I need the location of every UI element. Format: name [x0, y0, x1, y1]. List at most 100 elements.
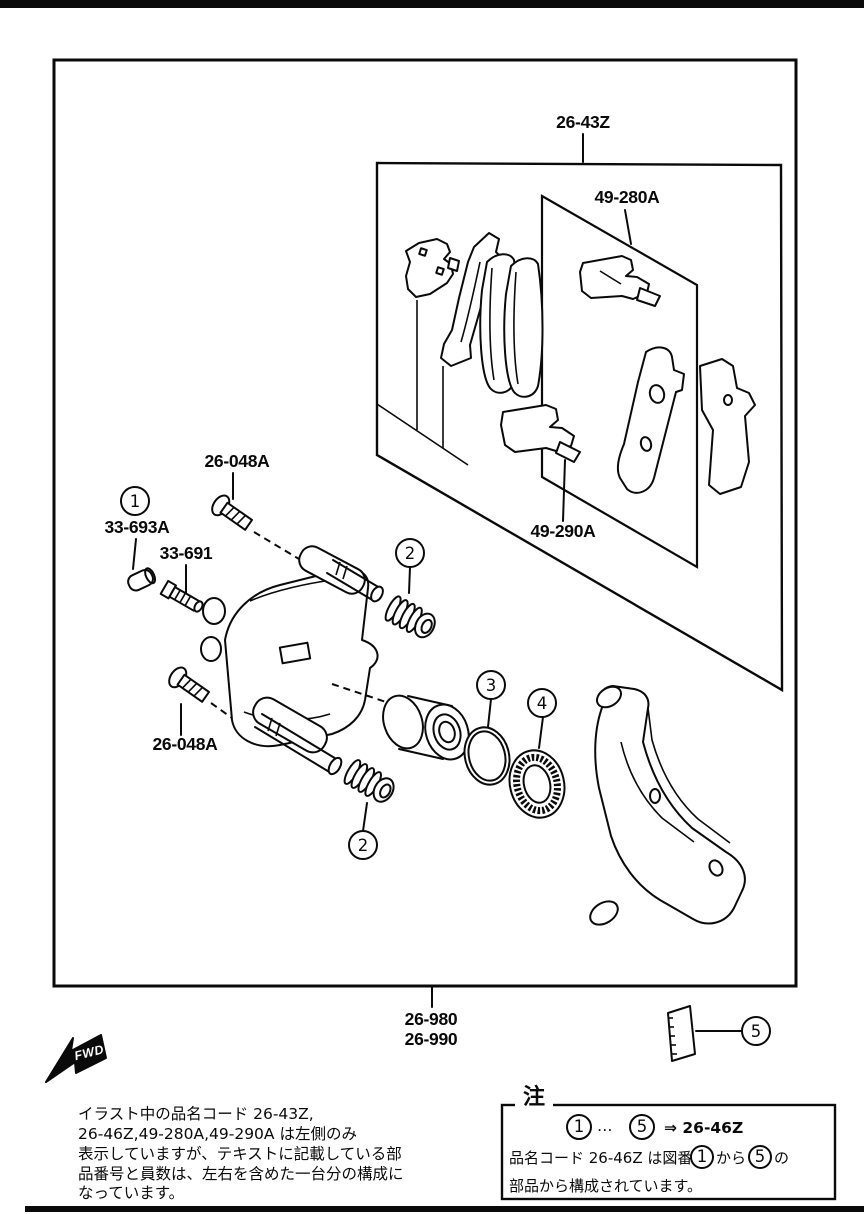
note-line2-b: から [716, 1149, 746, 1167]
fwd-arrow: FWD [45, 1034, 107, 1083]
footnote-paragraph: イラスト中の品名コード 26-43Z, 26-46Z,49-280A,49-29… [78, 1105, 404, 1202]
note-callout-from: 1 [574, 1117, 585, 1136]
callout-1-circle [120, 486, 150, 516]
label-pad-set: 49-280A [594, 187, 660, 207]
clip-upper-prong [636, 287, 661, 307]
bracket-hole-2 [708, 859, 724, 877]
pad-backing-inner [616, 346, 685, 494]
pad-backing-contour [460, 261, 481, 343]
callout-3: 3 [486, 676, 497, 695]
boot-lower [343, 759, 395, 803]
note-callout-to-circle [629, 1114, 655, 1140]
dust-seal-inner [522, 764, 552, 804]
leader-boot-lower [362, 802, 368, 832]
leader-ring [487, 698, 492, 728]
bracket-boss-upper [595, 685, 623, 709]
note-line2-c: の [774, 1149, 789, 1167]
label-pad-clips: 49-290A [530, 521, 596, 541]
bracket-boss-lower [589, 900, 619, 926]
bracket-hole [649, 788, 661, 804]
note-title: 注 [523, 1084, 545, 1110]
pad-strip-2-line [513, 271, 519, 385]
leader-pad-clips [562, 459, 566, 522]
footnote-line-4: 品番号と員数は、左右を含めた一台分の構成に [78, 1165, 404, 1183]
bolt-upper [211, 494, 254, 531]
pad-spring-clip [500, 404, 575, 453]
leader-boot-upper [408, 566, 411, 594]
dust-seal-band [513, 753, 561, 815]
shim-part-5 [667, 1005, 696, 1062]
scan-bar-bottom [25, 1206, 864, 1212]
shim-tab [447, 257, 460, 272]
box-floor-line [376, 403, 469, 466]
bolt-lower [168, 666, 211, 703]
shim-hole-1 [418, 247, 428, 257]
dash-piston [331, 683, 393, 705]
piston-seal-ring-outer [463, 726, 511, 786]
pad-shim-left [405, 238, 454, 298]
note-title-bg [515, 1083, 553, 1110]
label-pad-kit: 26-43Z [556, 112, 610, 132]
piston-bore-outer [432, 713, 462, 751]
cap-part [127, 567, 157, 592]
pad-kit-box-group: 26-43Z 49-280A 49-290A [375, 112, 784, 693]
pad-strip-2 [503, 257, 544, 398]
note-callout-from-circle [566, 1114, 592, 1140]
callout-1: 1 [130, 492, 141, 511]
piston-bottom-line [398, 748, 444, 760]
bracket-group [589, 685, 746, 926]
guide-pin-lower [254, 713, 343, 776]
label-cap: 33-693A [104, 517, 170, 537]
piston-group: 3 4 [331, 670, 566, 819]
callout-2a: 2 [405, 544, 416, 563]
bleeder-screw [159, 579, 204, 613]
leader-pad-set [624, 209, 632, 245]
note-result: ⇒ 26-46Z [664, 1119, 743, 1137]
bracket-outer-edge [647, 707, 731, 844]
pad-inner-hole-1 [648, 384, 666, 404]
pad-shim-right [699, 358, 756, 495]
pad-kit-box-outline [375, 161, 784, 693]
label-caliper-rh: 26-980 [405, 1009, 458, 1029]
shim-5-group: 5 [667, 1005, 771, 1062]
leader-dust-seal [538, 716, 544, 749]
footnote-line-3: 表示していますが、テキストに記載している部 [78, 1145, 402, 1163]
leader-cap [132, 538, 137, 570]
caliper-pin-housing-lower [252, 696, 328, 754]
callout-5-circle [741, 1016, 771, 1046]
label-caliper-lh: 26-990 [405, 1029, 458, 1049]
piston-rear [382, 694, 424, 750]
caliper-slot [278, 641, 312, 665]
note-line2-a: 品名コード 26-46Z は図番 [509, 1149, 692, 1167]
note-box-border [500, 1103, 837, 1201]
callout-4: 4 [537, 694, 548, 713]
caliper-ear-upper [202, 597, 226, 625]
pad-set-box-outline [540, 194, 699, 569]
boot-upper [384, 595, 436, 639]
fwd-arrow-shape [45, 1034, 107, 1083]
label-bolt-lower: 26-048A [152, 734, 218, 754]
caliper-pin-housing-upper [298, 545, 366, 595]
guide-pin-upper [326, 559, 384, 603]
mounting-bracket [594, 685, 746, 925]
piston-bore-inner [438, 720, 456, 744]
footnote-line-1: イラスト中の品名コード 26-43Z, [78, 1105, 314, 1123]
callout-5: 5 [751, 1022, 762, 1041]
note-line2-c1: 1 [697, 1147, 708, 1166]
label-bleeder: 33-691 [160, 543, 213, 563]
note-line2-c1-circle [690, 1145, 714, 1169]
pad-strip-1-line [489, 267, 495, 381]
callout-2b: 2 [358, 836, 369, 855]
label-bolt-upper: 26-048A [204, 451, 270, 471]
note-dots: … [597, 1117, 613, 1135]
clip-upper-slot [599, 270, 622, 285]
callout-2b-circle [348, 830, 378, 860]
note-callout-to: 5 [637, 1117, 648, 1136]
footnote-line-2: 26-46Z,49-280A,49-290A は左側のみ [78, 1125, 357, 1143]
dash-bolt-upper [253, 531, 300, 560]
caliper-ear-lower [200, 636, 222, 662]
shim-hole-2 [435, 266, 445, 276]
caliper-group: 1 33-693A 33-691 26-048A [104, 451, 436, 860]
pad-guide-clip-upper [579, 255, 650, 300]
